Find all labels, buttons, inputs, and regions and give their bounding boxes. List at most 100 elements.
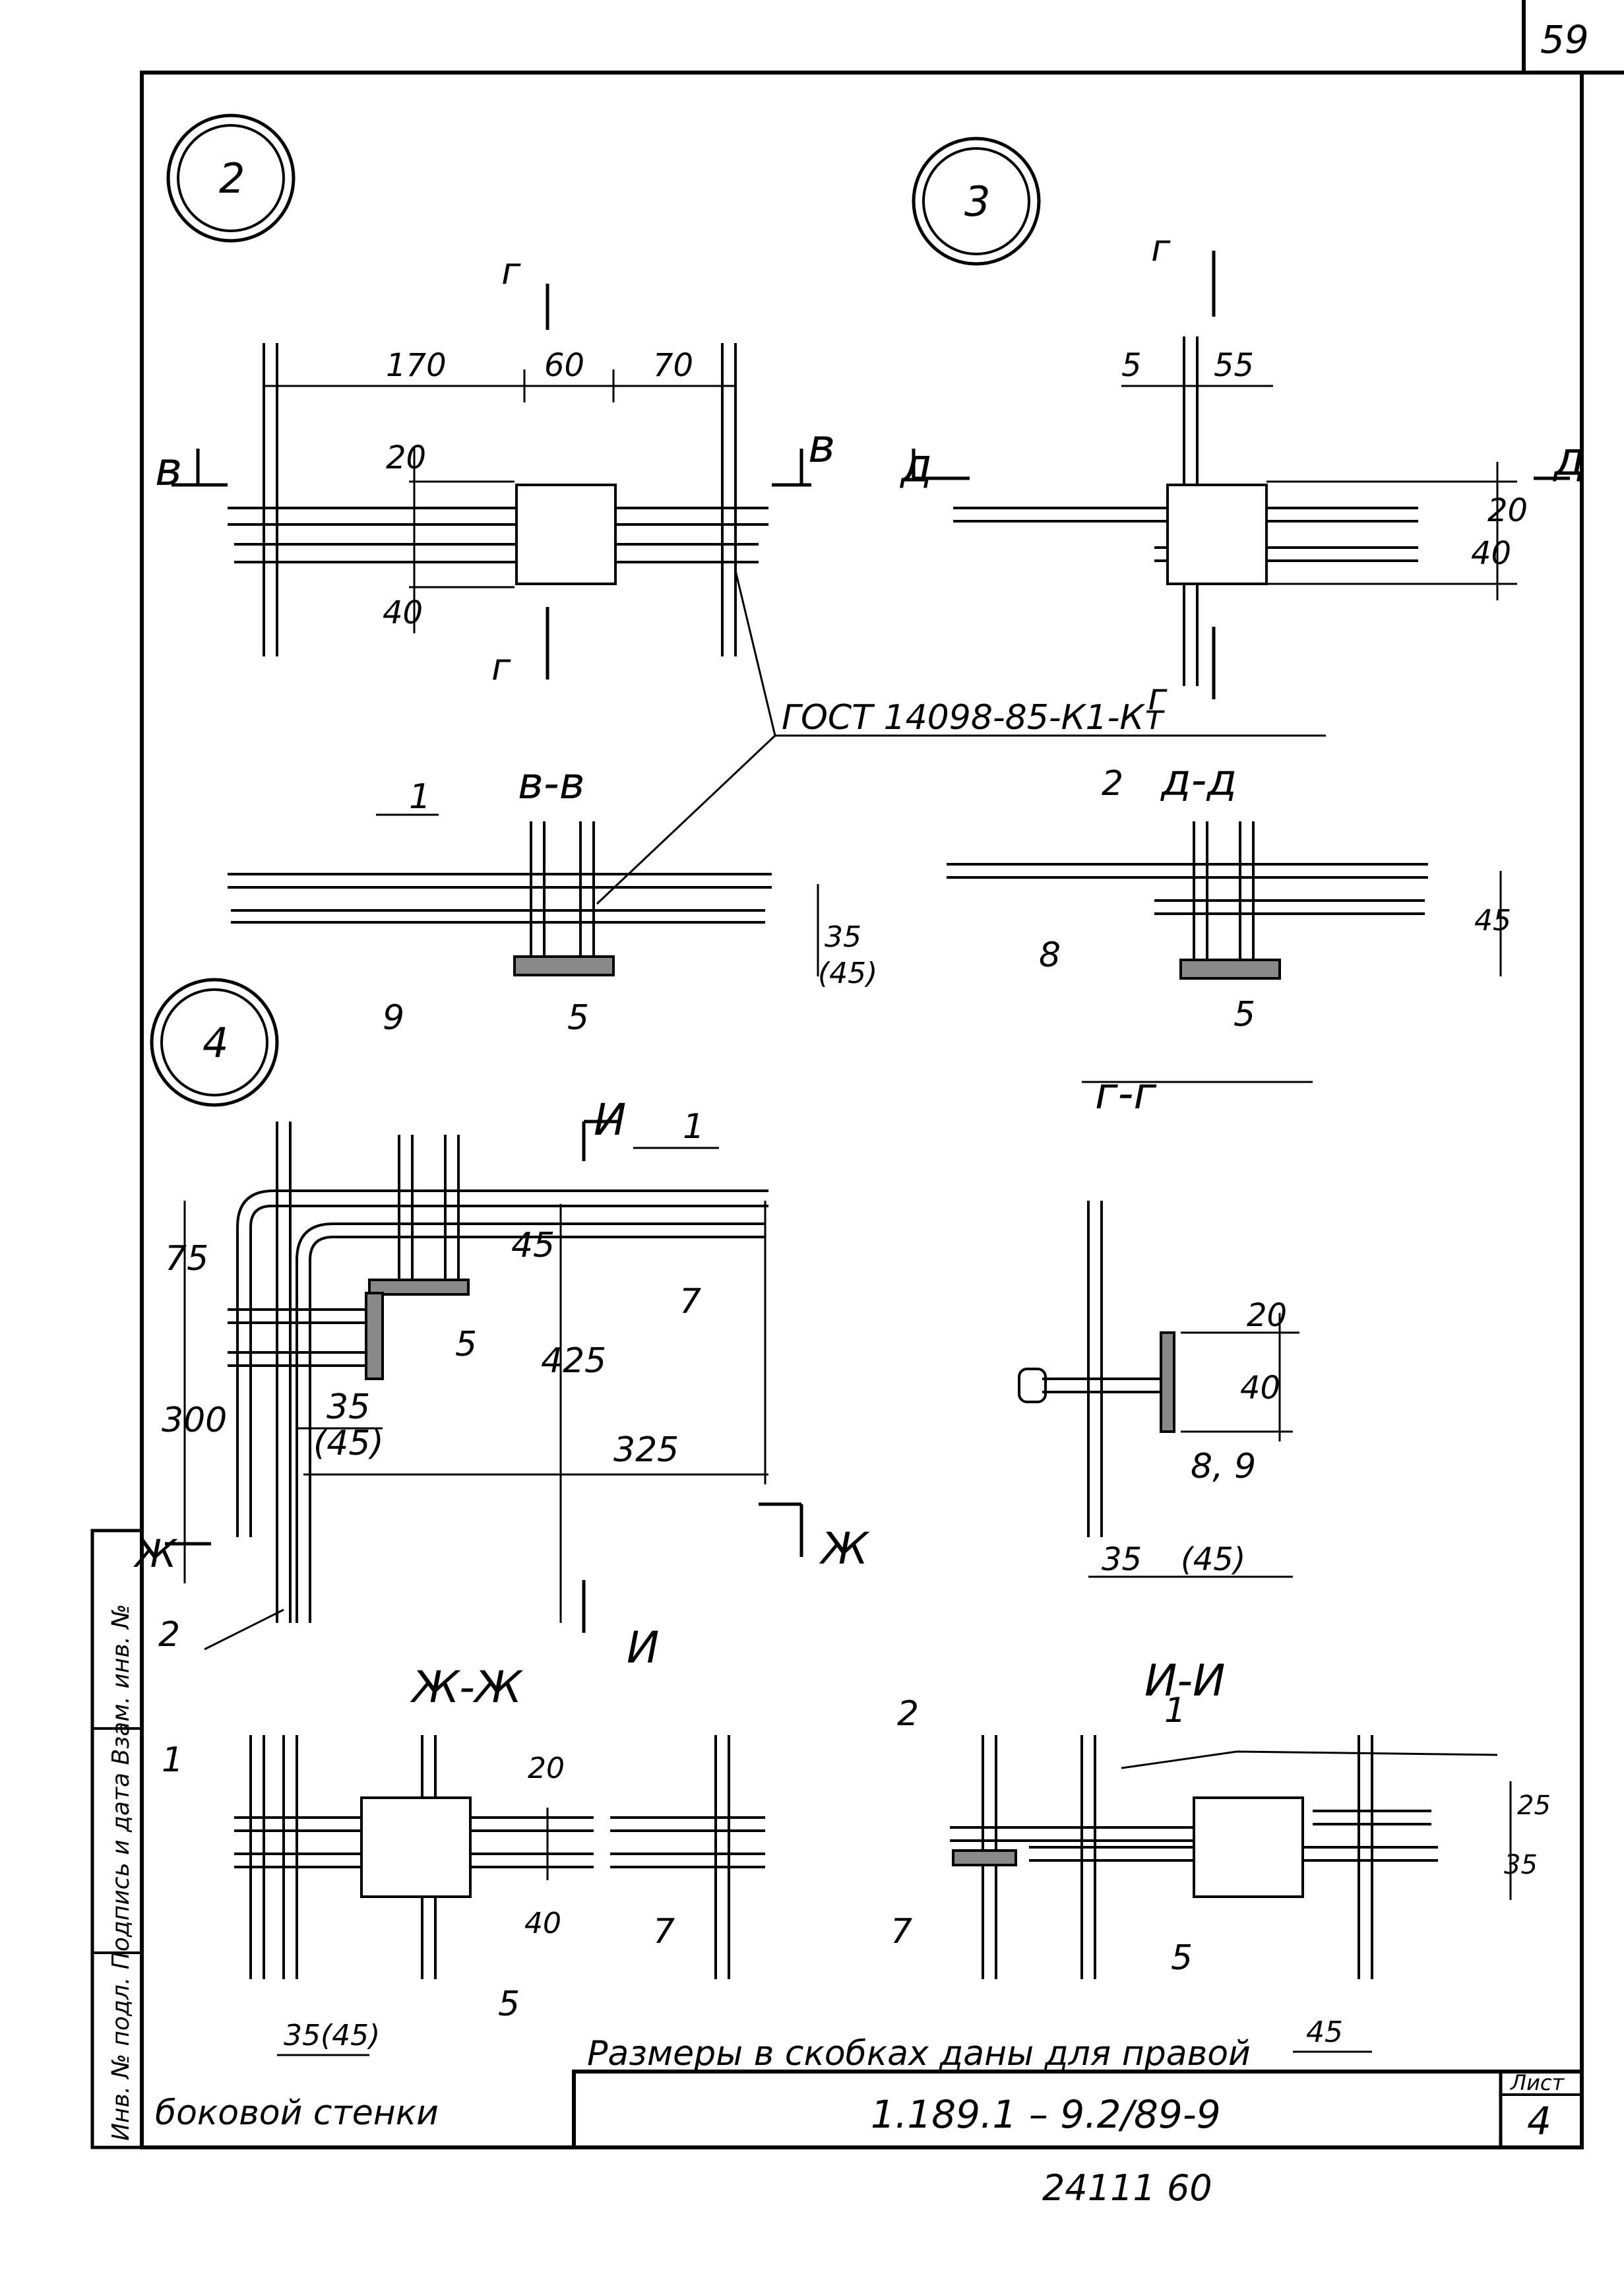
cut-mark-i-top: И <box>594 1094 626 1145</box>
circle-label-2: 2 <box>219 154 245 203</box>
title-v-v: в-в <box>518 758 585 809</box>
dim-20: 20 <box>1247 1297 1287 1334</box>
label-5: 5 <box>567 998 589 1038</box>
note-line-1: Размеры в скобках даны для правой <box>587 2034 1251 2074</box>
dim-35: 35 <box>1504 1850 1538 1880</box>
detail-2-plan <box>172 284 811 680</box>
dim-40: 40 <box>1471 535 1511 572</box>
title-d-d: д-д <box>1160 755 1237 806</box>
cut-mark-v-left: в <box>155 442 182 496</box>
dim-45: (45) <box>818 957 877 990</box>
dim-35-45: 35(45) <box>284 2019 380 2052</box>
label-2: 2 <box>1102 764 1123 804</box>
dim-40: 40 <box>383 594 423 631</box>
label-2: 2 <box>158 1615 180 1655</box>
label-7: 7 <box>679 1282 701 1321</box>
dim-20: 20 <box>528 1752 565 1785</box>
dim-45: 45 <box>511 1226 555 1265</box>
title-i-i: И-И <box>1144 1655 1226 1706</box>
dim-40: 40 <box>1240 1370 1280 1407</box>
dim-325: 325 <box>613 1430 679 1470</box>
detail-2-labels: 170 60 70 20 40 в в г г <box>155 250 835 689</box>
section-i-i <box>950 1735 1512 2053</box>
detail-circle-4 <box>150 978 279 1107</box>
section-g-g <box>1018 1201 1299 1578</box>
title-g-g: г-г <box>1095 1068 1156 1119</box>
dim-45-paren: (45) <box>313 1424 384 1463</box>
label-1: 1 <box>1164 1691 1186 1730</box>
detail-3-plan <box>912 251 1570 699</box>
cut-mark-zh-right: Ж <box>819 1523 870 1574</box>
dim-170: 170 <box>386 347 447 384</box>
dim-45-paren: (45) <box>1181 1541 1246 1578</box>
dim-70: 70 <box>653 347 693 384</box>
page-number: 59 <box>1540 17 1589 62</box>
dim-60: 60 <box>544 347 584 384</box>
leader-lines <box>204 570 1498 1769</box>
sheet-frame <box>140 71 1584 2149</box>
label-5: 5 <box>455 1325 477 1364</box>
cut-mark-g-top: г <box>501 250 521 293</box>
note-line-2: боковой стенки <box>155 2093 439 2133</box>
cut-mark-d-bottom: г <box>1148 676 1168 718</box>
label-8-9: 8, 9 <box>1191 1447 1256 1486</box>
dim-45: 45 <box>1306 2015 1343 2049</box>
label-1: 1 <box>683 1107 704 1147</box>
dim-55: 55 <box>1214 347 1254 384</box>
detail-4-plan <box>165 1120 803 1633</box>
side-stamp-text: Инв. № подл. Подпись и дата Взам. инв. № <box>108 1604 135 2141</box>
section-d-d <box>947 821 1502 980</box>
dim-35: 35 <box>1102 1541 1142 1578</box>
dim-35: 35 <box>327 1387 370 1427</box>
section-titles: в-в д-д г-г Ж-Ж И-И <box>410 755 1237 1713</box>
sheet-number: 4 <box>1527 2099 1551 2143</box>
dim-40: 40 <box>524 1907 561 1940</box>
label-7: 7 <box>890 1912 912 1951</box>
dim-300: 300 <box>162 1401 227 1440</box>
dim-20: 20 <box>386 439 426 476</box>
section-v-v-labels: 1 9 5 35 (45) <box>383 777 877 1038</box>
label-2: 2 <box>897 1694 919 1734</box>
gost-callout: ГОСТ 14098-85-К1-Кт <box>782 698 1165 738</box>
dim-425: 425 <box>541 1341 606 1381</box>
bottom-code: 24111 60 <box>1042 2167 1212 2209</box>
detail-4-labels: 1 7 5 2 75 300 35 (45) 45 425 325 И И Ж … <box>133 1094 870 1673</box>
detail-3-labels: 5 55 20 40 г г д д <box>900 227 1585 718</box>
title-zh-zh: Ж-Ж <box>410 1662 524 1713</box>
cut-mark-g-bottom: г <box>491 646 511 689</box>
label-1: 1 <box>162 1740 183 1780</box>
cut-mark-d-left: д <box>900 439 932 493</box>
dim-5: 5 <box>1121 347 1142 384</box>
label-1: 1 <box>409 777 431 817</box>
section-g-g-labels: 20 40 8, 9 35 (45) <box>1102 1297 1287 1578</box>
cut-mark-d-top: г <box>1151 227 1171 270</box>
cut-mark-zh-left: Ж <box>133 1531 178 1576</box>
section-zh-zh <box>234 1735 765 2056</box>
label-8: 8 <box>1039 935 1061 975</box>
dim-35: 35 <box>825 920 861 954</box>
cut-mark-d-right: д <box>1553 432 1585 486</box>
cut-mark-v-right: в <box>808 419 835 473</box>
section-zh-zh-labels: 1 7 5 20 40 35(45) <box>162 1740 675 2052</box>
dim-75: 75 <box>165 1239 208 1279</box>
dim-45: 45 <box>1474 904 1511 937</box>
section-i-i-labels: 2 1 7 5 25 35 45 <box>890 1691 1551 2049</box>
circle-label-3: 3 <box>964 177 990 226</box>
label-5: 5 <box>498 1984 520 2024</box>
section-d-d-labels: 2 8 5 45 <box>1039 764 1511 1034</box>
title-block <box>572 2070 1584 2149</box>
doc-code: 1.189.1 – 9.2/89-9 <box>871 2092 1221 2137</box>
side-stamp <box>90 1529 144 2149</box>
label-9: 9 <box>383 998 404 1038</box>
cut-mark-i-bottom: И <box>627 1622 659 1673</box>
label-5: 5 <box>1171 1938 1193 1978</box>
label-7: 7 <box>653 1912 675 1951</box>
dim-20: 20 <box>1487 492 1528 529</box>
circle-label-4: 4 <box>203 1019 228 1067</box>
sheet-label: Лист <box>1510 2070 1565 2095</box>
section-v-v <box>228 813 819 976</box>
dim-25: 25 <box>1517 1791 1551 1821</box>
detail-circle-3 <box>912 137 1041 266</box>
